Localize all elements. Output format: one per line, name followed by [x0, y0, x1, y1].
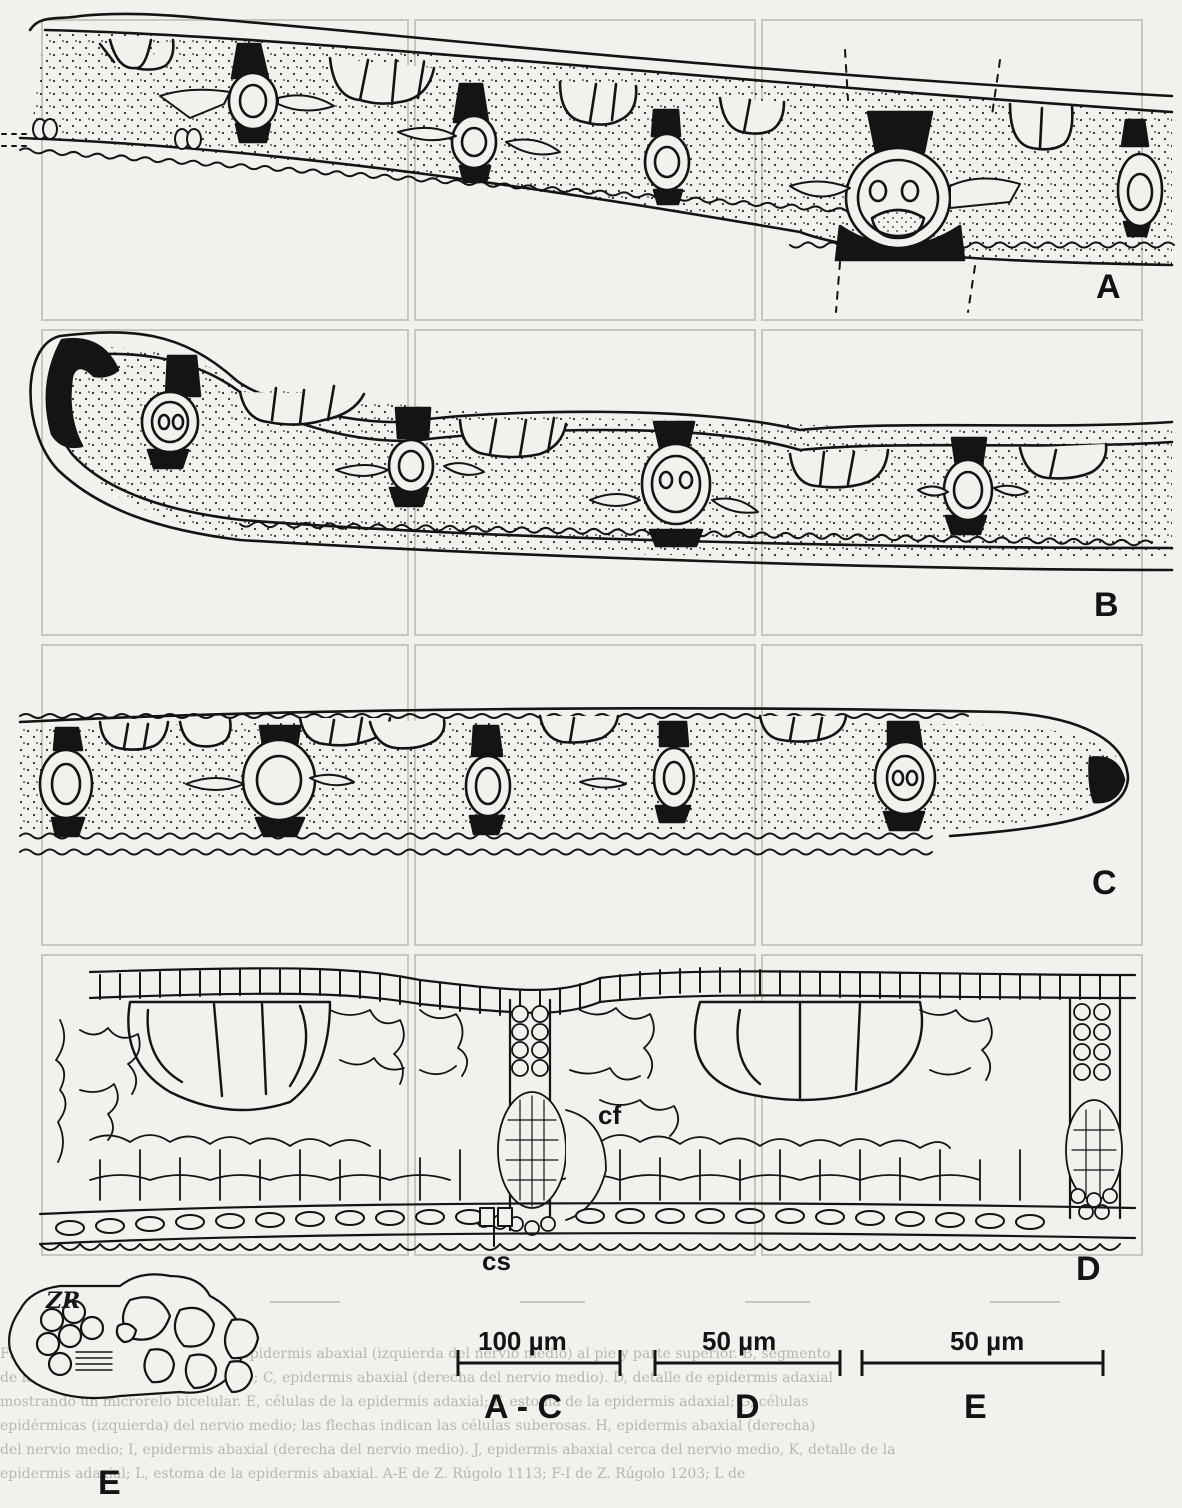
panel-d-papillae: [40, 1209, 1120, 1250]
panel-d-detailed-section: [40, 968, 1135, 1250]
panel-b-leaf-margin: [31, 332, 1173, 570]
panel-d-upper-epidermis: [90, 968, 1135, 990]
panel-label-d: D: [1076, 1252, 1101, 1286]
artist-initials: ZR: [46, 1288, 80, 1314]
panel-label-b: B: [1094, 588, 1119, 622]
scale-applies-d: D: [735, 1390, 760, 1424]
panel-label-e: E: [98, 1466, 121, 1500]
panel-a-leaf-section: [2, 14, 1174, 312]
scale-label-e: 50 µm: [950, 1328, 1024, 1354]
scale-label-a-c: 100 µm: [478, 1328, 567, 1354]
scale-applies-a-c: A - C: [484, 1390, 562, 1424]
panel-a-continuation-dots: [2, 134, 30, 146]
panel-d-vascular-bundle: [1066, 998, 1122, 1219]
annotation-cs: cs: [482, 1248, 511, 1274]
panel-c-vascular-bundle: [654, 722, 694, 822]
panel-a-mesophyll: [30, 30, 1172, 265]
panel-label-c: C: [1092, 866, 1117, 900]
scale-label-d: 50 µm: [702, 1328, 776, 1354]
scale-applies-e: E: [964, 1390, 987, 1424]
panel-d-vascular-bundle: [477, 1000, 606, 1235]
panel-label-a: A: [1096, 270, 1121, 304]
panel-c-leaf-margin: [20, 708, 1128, 854]
annotation-cf: cf: [598, 1102, 621, 1128]
